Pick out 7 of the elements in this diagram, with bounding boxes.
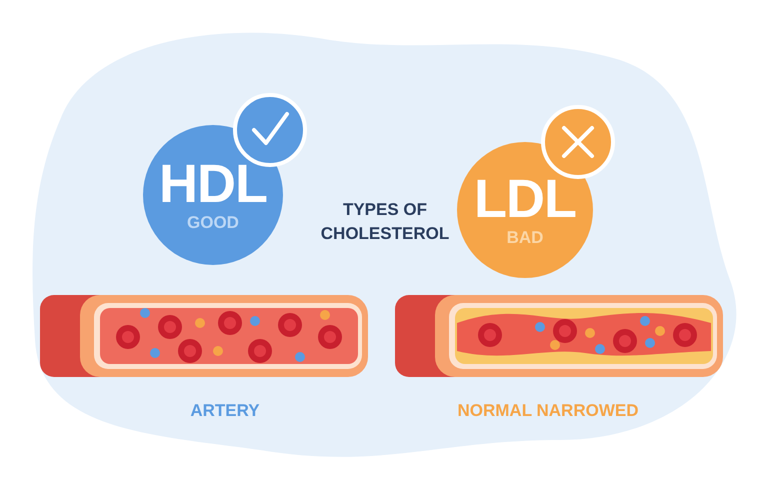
circle-heading: HDL [159,157,267,211]
artery-caption: ARTERY [190,401,260,421]
circle-subtext: BAD [506,228,544,248]
circle-heading: LDL [474,172,576,226]
title: TYPES OF CHOLESTEROL [320,199,450,245]
artery-caption: NORMAL NARROWED [458,401,638,421]
circle-subtext: GOOD [187,213,239,233]
